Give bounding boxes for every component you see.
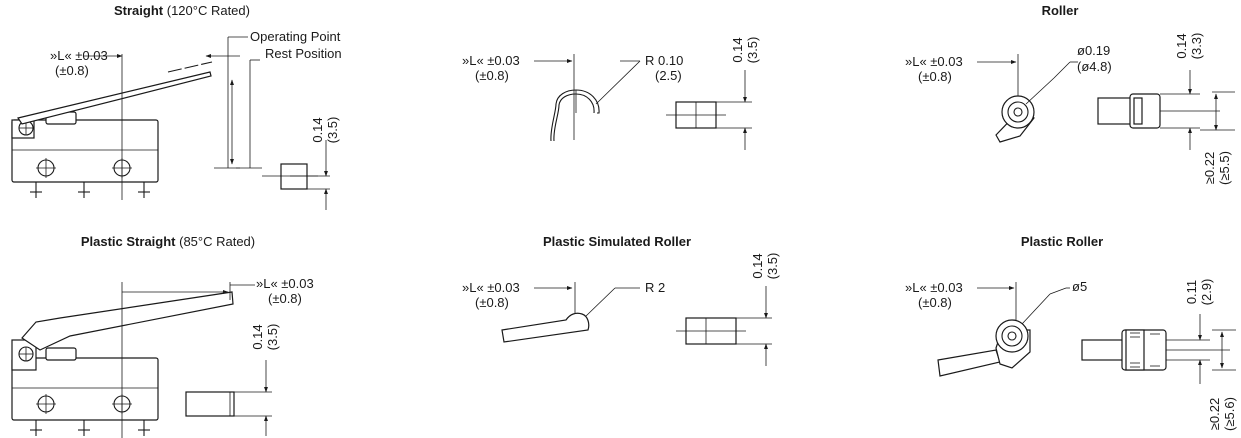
dimension-l: »L« ±0.03 (±0.8) bbox=[121, 276, 314, 438]
title-rest: (120°C Rated) bbox=[163, 3, 250, 18]
panel-title: Roller bbox=[1042, 3, 1079, 18]
radius-value: R 0.10 bbox=[645, 53, 683, 68]
dim-w-metric: (≥5.6) bbox=[1222, 397, 1237, 431]
lever-end-view: 0.14 (3.5) bbox=[185, 324, 280, 436]
plastic-roller-end-view: 0.11 (2.9) ≥0.22 (≥5.6) bbox=[1081, 279, 1237, 431]
dim-v-value: 0.14 bbox=[250, 324, 265, 349]
title-bold: Straight bbox=[114, 3, 164, 18]
dim-l-value: »L« ±0.03 bbox=[905, 280, 963, 295]
dim-v-metric: (3.5) bbox=[325, 117, 340, 144]
panel-plastic-roller: Plastic Roller »L« ±0.03 (±0.8) ø5 bbox=[905, 234, 1237, 431]
panel-title: Plastic Roller bbox=[1021, 234, 1103, 249]
dim-w-metric: (≥5.5) bbox=[1217, 151, 1232, 185]
dim-v-metric: (3.5) bbox=[765, 253, 780, 280]
dim-v-value: 0.11 bbox=[1184, 280, 1199, 304]
plastic-roller-side-view: ø5 bbox=[937, 279, 1087, 377]
curved-lever-tip: R 0.10 (2.5) bbox=[550, 53, 683, 142]
panel-title: Plastic Simulated Roller bbox=[543, 234, 691, 249]
radius-metric: (2.5) bbox=[655, 68, 682, 83]
dim-l-value: »L« ±0.03 bbox=[50, 48, 108, 63]
panel-radius-tip: »L« ±0.03 (±0.8) R 0.10 (2.5) 0.14 (3.5) bbox=[462, 37, 760, 150]
dim-v-metric: (2.9) bbox=[1199, 279, 1214, 306]
switch-body bbox=[11, 339, 159, 436]
diameter-value: ø5 bbox=[1072, 279, 1087, 294]
panel-roller: Roller »L« ±0.03 (±0.8) ø0.19 (ø4.8) bbox=[905, 3, 1235, 185]
dim-w-value: ≥0.22 bbox=[1202, 152, 1217, 184]
metal-lever bbox=[17, 61, 213, 125]
dim-l-value: »L« ±0.03 bbox=[462, 53, 520, 68]
operating-point-label: Operating Point bbox=[250, 29, 341, 44]
operating-rest-callout: Operating Point Rest Position bbox=[214, 29, 342, 169]
dim-v-value: 0.14 bbox=[1174, 33, 1189, 58]
diameter-value: ø0.19 bbox=[1077, 43, 1110, 58]
dim-l-metric: (±0.8) bbox=[268, 291, 302, 306]
simulated-roller-lever: R 2 bbox=[501, 280, 665, 343]
panel-plastic-straight: Plastic Straight (85°C Rated) »L« ±0.03 … bbox=[11, 234, 314, 438]
dim-v-value: 0.14 bbox=[750, 253, 765, 278]
lever-end-view: 0.14 (3.5) bbox=[676, 253, 780, 366]
dimension-l: »L« ±0.03 (±0.8) bbox=[462, 280, 576, 318]
lever-end-view: 0.14 (3.5) bbox=[666, 37, 760, 150]
dim-l-value: »L« ±0.03 bbox=[905, 54, 963, 69]
title-rest: (85°C Rated) bbox=[176, 234, 256, 249]
panel-title: Straight (120°C Rated) bbox=[114, 3, 250, 18]
dim-l-value: »L« ±0.03 bbox=[462, 280, 520, 295]
panel-title: Plastic Straight (85°C Rated) bbox=[81, 234, 255, 249]
roller-side-view: ø0.19 (ø4.8) bbox=[995, 43, 1112, 143]
dimension-l: »L« ±0.03 (±0.8) bbox=[905, 280, 1017, 340]
dimension-l: »L« ±0.03 (±0.8) bbox=[50, 48, 240, 200]
dimension-l: »L« ±0.03 (±0.8) bbox=[462, 53, 575, 140]
dim-l-metric: (±0.8) bbox=[475, 295, 509, 310]
plastic-lever bbox=[21, 291, 234, 351]
dim-v-metric: (3.5) bbox=[265, 324, 280, 351]
switch-body bbox=[11, 111, 159, 198]
title-bold: Plastic Straight bbox=[81, 234, 176, 249]
dim-w-value: ≥0.22 bbox=[1207, 398, 1222, 430]
lever-end-view: 0.14 (3.5) bbox=[262, 117, 340, 210]
radius-value: R 2 bbox=[645, 280, 665, 295]
dim-l-metric: (±0.8) bbox=[918, 295, 952, 310]
dim-l-metric: (±0.8) bbox=[55, 63, 89, 78]
dim-l-metric: (±0.8) bbox=[918, 69, 952, 84]
dim-v-metric: (3.3) bbox=[1189, 33, 1204, 60]
roller-end-view: 0.14 (3.3) ≥0.22 (≥5.5) bbox=[1097, 33, 1235, 185]
rest-position-label: Rest Position bbox=[265, 46, 342, 61]
dim-v-value: 0.14 bbox=[310, 117, 325, 142]
dimension-l: »L« ±0.03 (±0.8) bbox=[905, 54, 1019, 112]
dim-l-metric: (±0.8) bbox=[475, 68, 509, 83]
panel-straight: Straight (120°C Rated) »L« ±0.03 (± bbox=[11, 3, 342, 210]
dim-v-value: 0.14 bbox=[730, 37, 745, 62]
dim-v-metric: (3.5) bbox=[745, 37, 760, 64]
dim-l-value: »L« ±0.03 bbox=[256, 276, 314, 291]
diameter-metric: (ø4.8) bbox=[1077, 59, 1112, 74]
panel-plastic-simulated-roller: Plastic Simulated Roller »L« ±0.03 (±0.8… bbox=[462, 234, 780, 366]
